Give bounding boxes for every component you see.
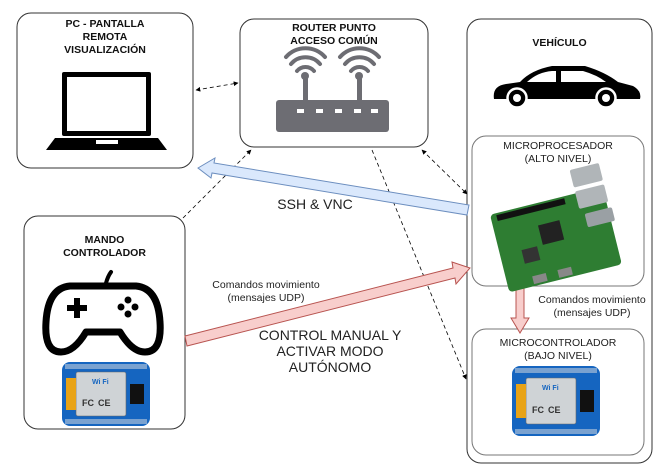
- raspberry-pi-board: [490, 163, 622, 292]
- router-title: ROUTER PUNTO ACCESO COMÚN: [240, 22, 428, 48]
- controller-wemos-wifi-text: Wi Fi: [92, 379, 109, 386]
- vehicle-wemos-wifi-text: Wi Fi: [542, 385, 559, 392]
- cmd-right-label-line2: (mensajes UDP): [553, 307, 631, 319]
- gamepad-icon: [42, 270, 164, 356]
- cmd-right-label: Comandos movimiento (mensajes UDP): [522, 294, 662, 320]
- control-label-line3: AUTÓNOMO: [288, 359, 372, 375]
- controller-wemos-fcc-text: FC: [82, 398, 94, 408]
- controller-title-line1: MANDO: [84, 234, 125, 246]
- pc-title-line3: VISUALIZACIÓN: [64, 44, 146, 56]
- router-microprocessor-link: [421, 149, 468, 195]
- control-arrow: [184, 261, 471, 347]
- controller-wemos-board: Wi Fi FC CE: [62, 362, 150, 426]
- controller-title-line2: CONTROLADOR: [63, 247, 146, 259]
- microcontroller-title: MICROCONTROLADOR (BAJO NIVEL): [472, 337, 644, 363]
- cmd-left-label-line1: Comandos movimiento: [212, 279, 320, 291]
- pc-title-line2: REMOTA: [82, 31, 128, 43]
- controller-wemos-ce-text: CE: [98, 398, 111, 408]
- controller-router-link: [182, 149, 252, 219]
- microprocessor-title-line1: MICROPROCESADOR: [503, 140, 613, 152]
- vehicle-wemos-board: Wi Fi FC CE: [512, 366, 600, 436]
- control-label-line2: ACTIVAR MODO: [276, 343, 384, 359]
- cmd-right-label-line1: Comandos movimiento: [538, 294, 646, 306]
- router-title-line2: ACCESO COMÚN: [290, 35, 378, 47]
- control-label-line1: CONTROL MANUAL Y: [258, 327, 402, 343]
- pc-router-link: [195, 81, 239, 92]
- cmd-left-label-line2: (mensajes UDP): [227, 292, 305, 304]
- pc-title-line1: PC - PANTALLA: [65, 18, 145, 30]
- controller-title: MANDO CONTROLADOR: [24, 234, 185, 260]
- wifi-router-icon: [276, 46, 389, 132]
- cmd-left-label: Comandos movimiento (mensajes UDP): [196, 279, 336, 305]
- microcontroller-title-line1: MICROCONTROLADOR: [499, 337, 617, 349]
- control-label: CONTROL MANUAL Y ACTIVAR MODO AUTÓNOMO: [255, 327, 405, 375]
- router-title-line1: ROUTER PUNTO: [292, 22, 376, 34]
- router-microcontroller-link: [371, 149, 467, 380]
- vehicle-title: VEHÍCULO: [532, 37, 587, 49]
- microcontroller-title-line2: (BAJO NIVEL): [524, 350, 592, 362]
- laptop-icon: [46, 72, 167, 150]
- microprocessor-title: MICROPROCESADOR (ALTO NIVEL): [472, 140, 644, 166]
- car-icon: [493, 66, 641, 109]
- ssh-vnc-label: SSH & VNC: [277, 196, 353, 212]
- microprocessor-title-line2: (ALTO NIVEL): [524, 153, 592, 165]
- vehicle-wemos-fcc-text: FC: [532, 405, 544, 415]
- vehicle-wemos-ce-text: CE: [548, 405, 561, 415]
- pc-title: PC - PANTALLA REMOTA VISUALIZACIÓN: [17, 18, 193, 57]
- ssh-vnc-arrow: [197, 157, 470, 216]
